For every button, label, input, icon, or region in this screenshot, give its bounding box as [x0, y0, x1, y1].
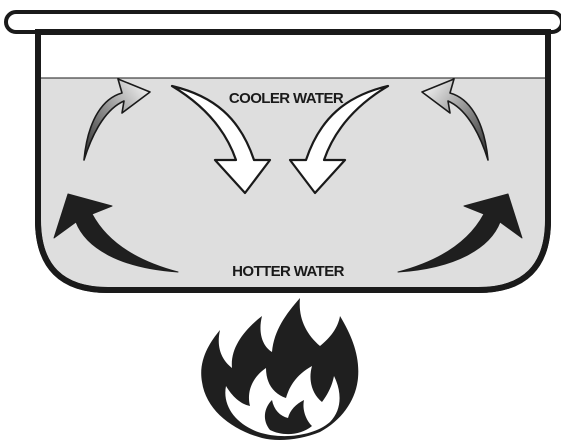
hotter-water-label: HOTTER WATER — [232, 263, 344, 280]
cooler-water-label: COOLER WATER — [229, 90, 344, 107]
flame-icon — [201, 298, 358, 440]
